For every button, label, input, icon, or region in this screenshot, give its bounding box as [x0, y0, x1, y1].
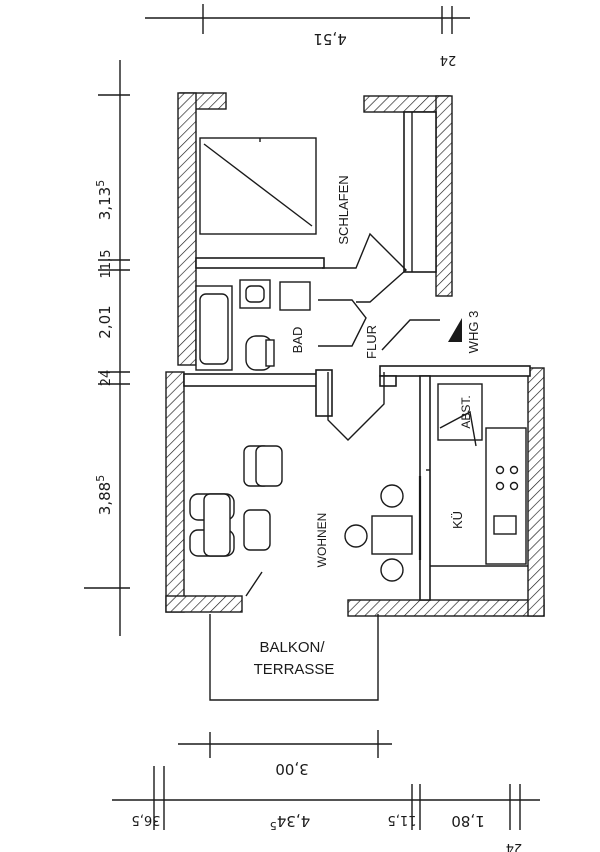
unit-marker: WHG 3: [448, 311, 481, 354]
dim-bottom-2d: 1,80: [451, 812, 484, 830]
left-dimension-line: 3,135 11,5 2,01 24 3,885: [84, 60, 130, 636]
dim-left-4: 24: [99, 370, 114, 387]
dim-left-3: 2,01: [96, 305, 114, 338]
kitchen-counter: [430, 427, 528, 567]
dim-bottom-1: 3,00: [275, 760, 308, 778]
door-kueche: [381, 319, 440, 351]
dim-bottom-2c: 11,5: [388, 812, 417, 827]
sink: [239, 279, 271, 309]
room-label-kue: KÜ: [450, 511, 465, 529]
room-label-bad: BAD: [290, 327, 305, 354]
dim-bottom-2e: 24: [506, 840, 523, 852]
room-label-abst: ABST.: [459, 395, 473, 428]
door-bad: [318, 299, 367, 347]
bed: [199, 137, 317, 235]
door-wohnen: [327, 372, 385, 441]
dim-left-2: 11,5: [99, 250, 114, 279]
door-schlafen: [322, 232, 408, 303]
room-label-balkon-line2: TERRASSE: [254, 661, 335, 678]
storage-room: [437, 383, 483, 447]
walls: [165, 92, 545, 617]
dim-bottom-2a: 36,5: [132, 812, 161, 827]
balcony: [209, 614, 379, 701]
shower: [279, 281, 311, 311]
sofa-set: [189, 445, 283, 557]
dim-left-5: 3,885: [94, 475, 114, 515]
room-label-balkon-line1: BALKON/: [259, 639, 325, 656]
room-label-wohnen: WOHNEN: [315, 513, 329, 568]
bottom-dimension-line-2: 36,5 4,345 11,5 1,80 24: [112, 766, 540, 852]
balcony-door: [245, 571, 263, 597]
dim-top-wall: 24: [440, 52, 457, 67]
dim-bottom-2b: 4,345: [270, 812, 310, 832]
dim-top-total: 4,51: [313, 30, 346, 48]
top-dimension-line: 4,51 24: [145, 4, 470, 67]
room-label-flur: FLUR: [364, 325, 379, 359]
room-label-schlafen: SCHLAFEN: [336, 175, 351, 244]
dining-table: [344, 469, 430, 582]
bottom-dimension-line-1: 3,00: [178, 730, 392, 778]
dim-left-1: 3,135: [94, 180, 114, 220]
toilet: [245, 335, 275, 371]
bathtub: [195, 285, 233, 371]
unit-label: WHG 3: [466, 311, 481, 354]
